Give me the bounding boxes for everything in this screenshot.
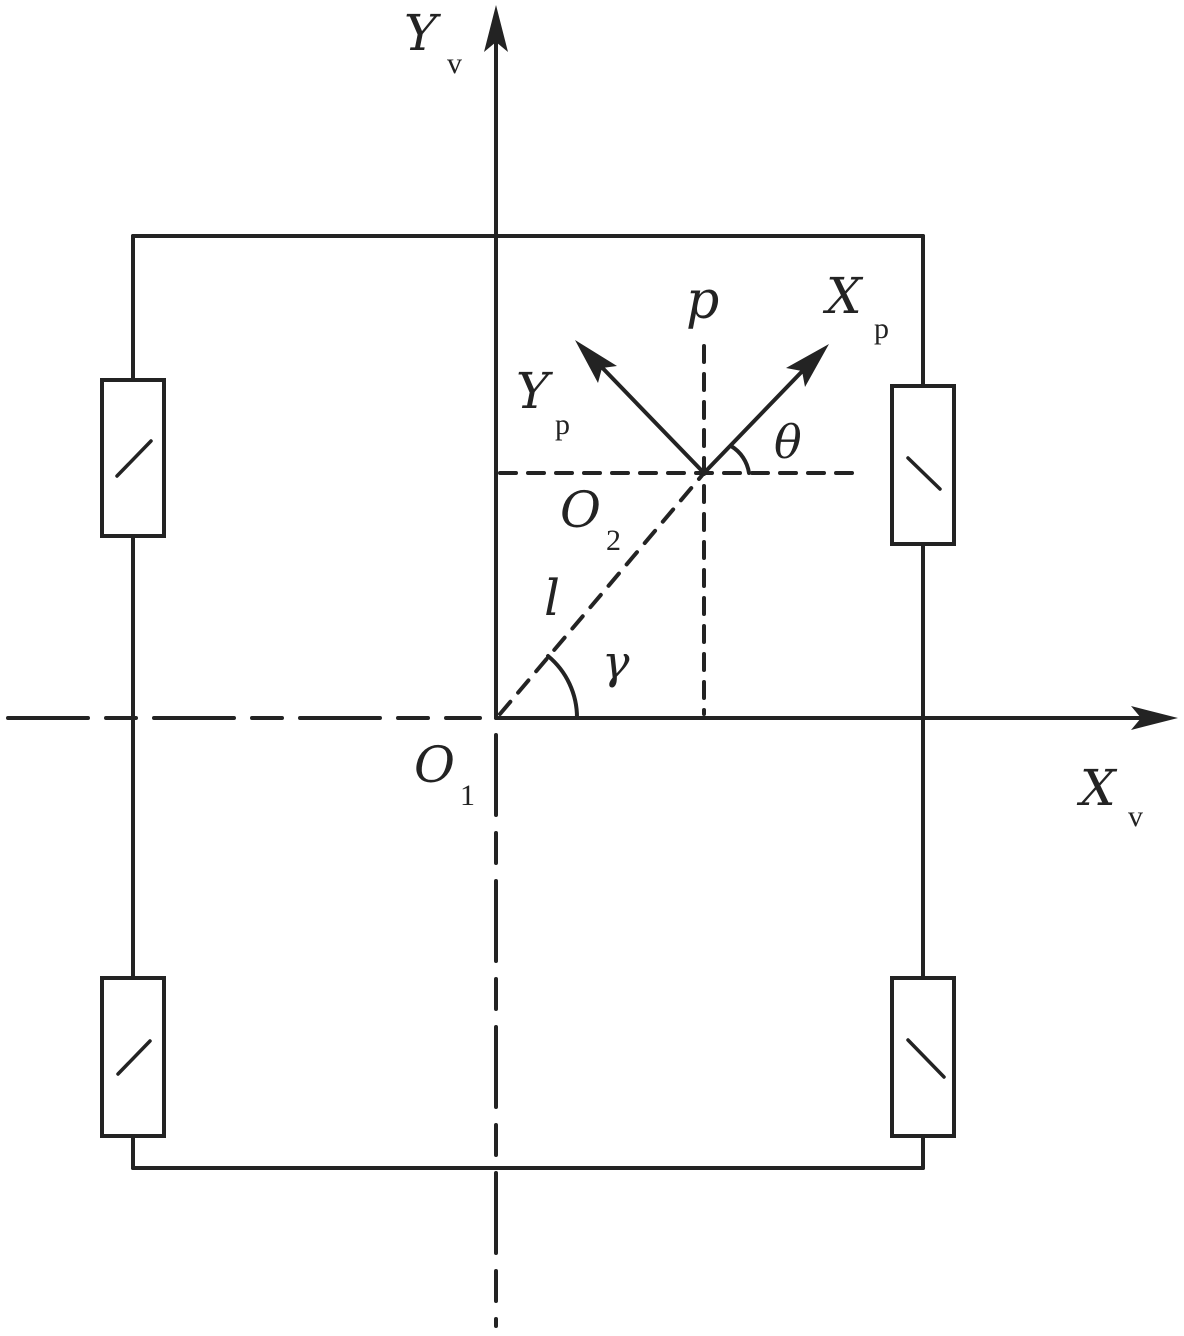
wheel-front-right <box>890 384 956 546</box>
yp-label: Y <box>516 362 553 420</box>
yv-axis <box>484 5 508 1328</box>
yv-subscript: v <box>447 47 462 80</box>
o2-subscript: 2 <box>606 524 621 557</box>
wheel-rear-left <box>100 976 166 1138</box>
wheel-rear-right <box>890 976 956 1138</box>
gamma-label: γ <box>602 635 630 689</box>
theta-label: θ <box>774 415 802 469</box>
construction-lines <box>498 344 864 716</box>
theta-angle-arc <box>729 444 751 475</box>
o1-subscript: 1 <box>460 779 475 812</box>
xp-arrow <box>702 344 829 475</box>
l-label: l <box>544 569 560 627</box>
chassis-frame <box>131 234 925 1170</box>
xv-subscript: v <box>1128 800 1143 833</box>
yp-subscript: p <box>555 408 570 441</box>
xp-subscript: p <box>874 312 889 345</box>
wheel-front-left <box>100 378 166 538</box>
yp-arrow <box>575 340 706 475</box>
xv-axis <box>6 706 1178 730</box>
o2-label: O <box>560 481 601 539</box>
o1-label: O <box>414 736 455 794</box>
yv-label: Y <box>404 4 441 62</box>
xp-label: X <box>822 267 864 325</box>
p-label: p <box>686 271 719 331</box>
gamma-angle-arc <box>546 654 580 720</box>
xv-label: X <box>1076 759 1118 817</box>
